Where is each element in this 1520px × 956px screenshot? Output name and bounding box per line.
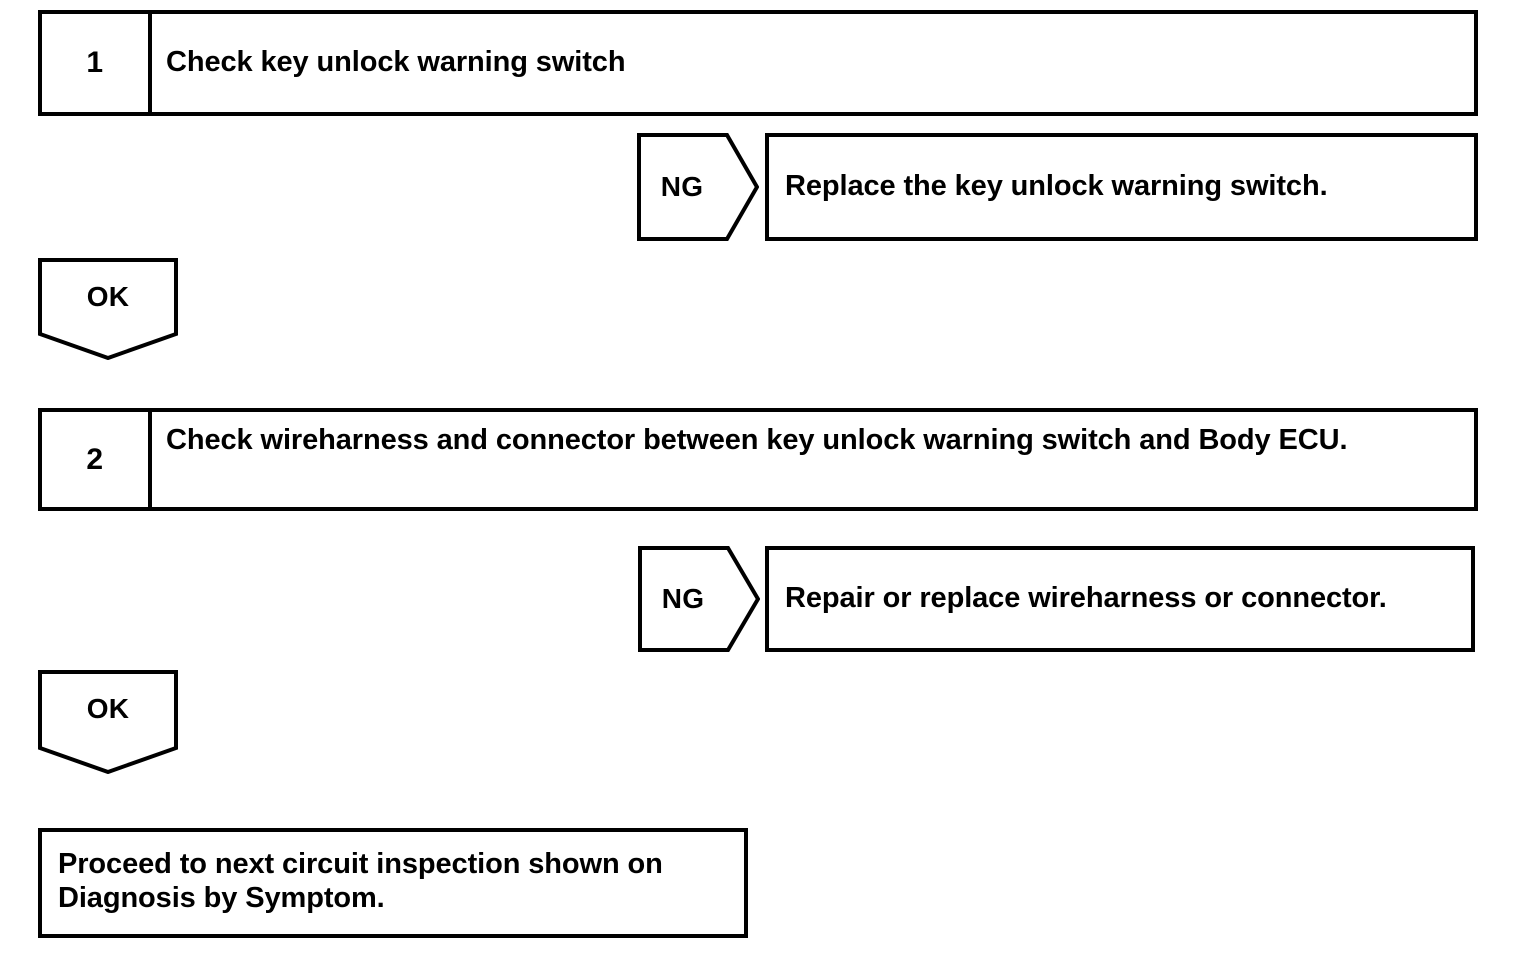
- step-2-ng-result-box: Repair or replace wireharness or connect…: [765, 546, 1475, 652]
- final-outcome-box: Proceed to next circuit inspection shown…: [38, 828, 748, 938]
- step-1-text: Check key unlock warning switch: [166, 46, 626, 79]
- step-2-number: 2: [42, 412, 152, 507]
- step-1-box: 1 Check key unlock warning switch: [38, 10, 1478, 116]
- step-2-ok-arrow: OK: [38, 670, 178, 774]
- step-1-number: 1: [42, 14, 152, 112]
- step-2-ng-arrow: NG: [638, 546, 760, 652]
- ng-pentagon-icon: [637, 133, 759, 241]
- step-2-ng-label: NG: [661, 583, 705, 614]
- step-2-ok-label: OK: [86, 693, 130, 724]
- ok-pentagon-icon: [38, 670, 178, 774]
- step-1-ok-label: OK: [86, 281, 130, 312]
- step-1-ng-label: NG: [660, 171, 704, 202]
- step-2-text: Check wireharness and connector between …: [166, 424, 1348, 456]
- step-1-ok-arrow: OK: [38, 258, 178, 360]
- step-1-ng-result-box: Replace the key unlock warning switch.: [765, 133, 1478, 241]
- ok-pentagon-icon: [38, 258, 178, 360]
- step-1-ng-arrow: NG: [637, 133, 759, 241]
- ng-pentagon-icon: [638, 546, 760, 652]
- step-2-box: 2 Check wireharness and connector betwee…: [38, 408, 1478, 511]
